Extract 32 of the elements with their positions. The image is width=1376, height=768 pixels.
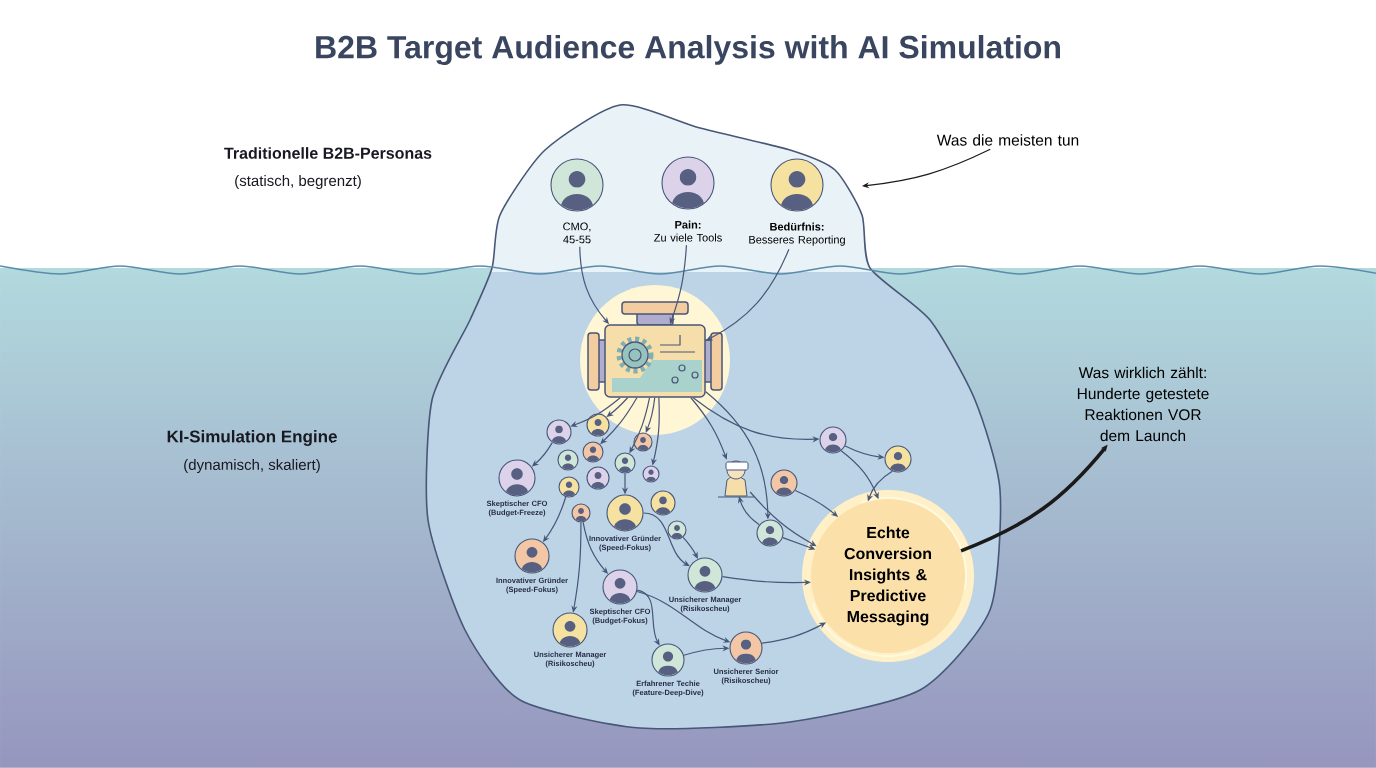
persona-label: CMO, 45-55 xyxy=(563,222,591,244)
persona-icon xyxy=(582,441,604,463)
persona-icon xyxy=(819,426,847,454)
persona-icon xyxy=(770,469,798,497)
callout-text: Was wirklich zählt: Hunderte getestete Reaktionen VOR dem Launch xyxy=(1077,366,1209,442)
persona-icon xyxy=(756,519,784,547)
person-at-screen-drawing xyxy=(717,460,755,498)
persona-icon xyxy=(558,476,580,498)
persona-label: Bedürfnis: Besseres Reporting xyxy=(749,222,845,246)
title: B2B Target Audience Analysis with AI Simulation xyxy=(316,35,1060,65)
heading-text: KI-Simulation Engine xyxy=(167,430,337,446)
persona-icon xyxy=(586,413,610,437)
heading-text: (statisch, begrenzt) xyxy=(235,175,361,189)
persona-icon xyxy=(667,520,687,540)
persona-icon xyxy=(614,452,636,474)
heading-text: Traditionelle B2B-Personas xyxy=(224,147,432,159)
callout-text: Was die meisten tun xyxy=(936,134,1079,146)
persona-icon xyxy=(546,419,572,445)
persona-icon xyxy=(586,466,610,490)
persona-icon xyxy=(650,490,676,516)
arrow xyxy=(645,397,656,433)
persona-icon xyxy=(884,445,912,473)
persona-label: Pain: Zu viele Tools xyxy=(654,220,722,242)
persona-icon xyxy=(571,503,591,523)
persona-icon xyxy=(633,432,653,452)
persona-icon xyxy=(557,449,579,471)
arrow xyxy=(862,148,991,189)
persona-icon xyxy=(642,465,660,483)
arrow xyxy=(682,536,698,559)
heading-text: (dynamisch, skaliert) xyxy=(184,459,320,473)
arrow xyxy=(642,512,690,567)
engine-drawing xyxy=(580,285,730,435)
